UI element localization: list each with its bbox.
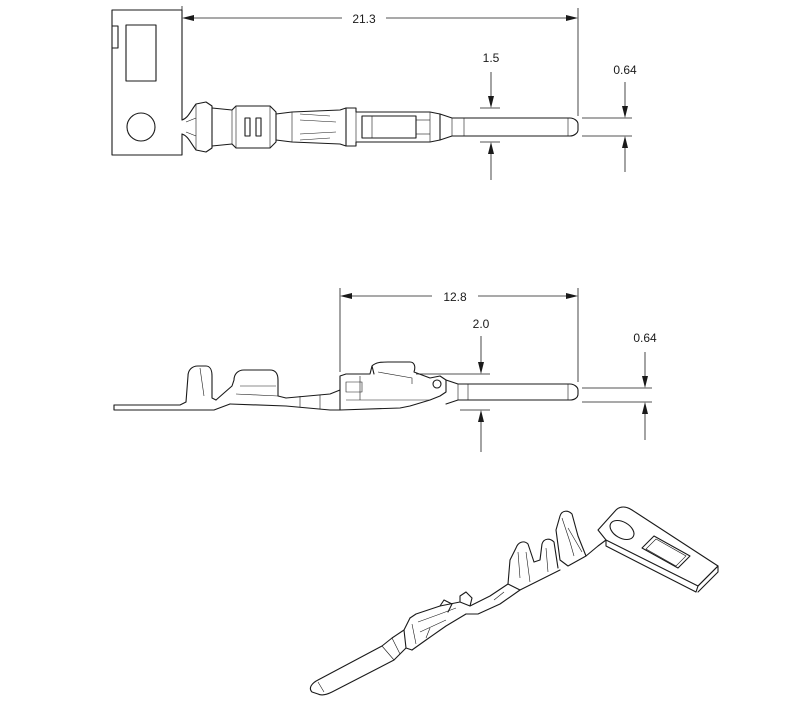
side-view-terminal-body [113,361,579,411]
iso-wire-crimp [507,538,561,591]
dimension-overall-length: 21.3 [181,6,579,116]
pin-height-label: 1.5 [483,51,500,65]
dimension-pin-height: 1.5 [480,51,500,180]
iso-insulation-crimp [555,510,607,567]
mating-length-label: 12.8 [443,290,467,304]
iso-pin [309,629,407,696]
overall-length-label: 21.3 [352,12,376,26]
dimension-body-height: 2.0 [416,317,490,452]
isometric-view [309,506,719,696]
dimension-side-tip-thickness: 0.64 [582,331,657,440]
side-view: 12.8 2.0 0.64 [113,288,657,452]
side-tip-thickness-label: 0.64 [633,331,657,345]
top-view-terminal-body [181,101,579,153]
top-view-carrier-tab [111,9,183,156]
body-height-label: 2.0 [473,317,490,331]
top-tip-thickness-label: 0.64 [613,63,637,77]
dimension-mating-length: 12.8 [339,288,579,382]
iso-carrier-tab [597,506,719,593]
iso-box-section [403,583,521,651]
dimension-top-tip-thickness: 0.64 [582,63,637,172]
top-view: 21.3 1.5 0.64 [111,6,637,180]
